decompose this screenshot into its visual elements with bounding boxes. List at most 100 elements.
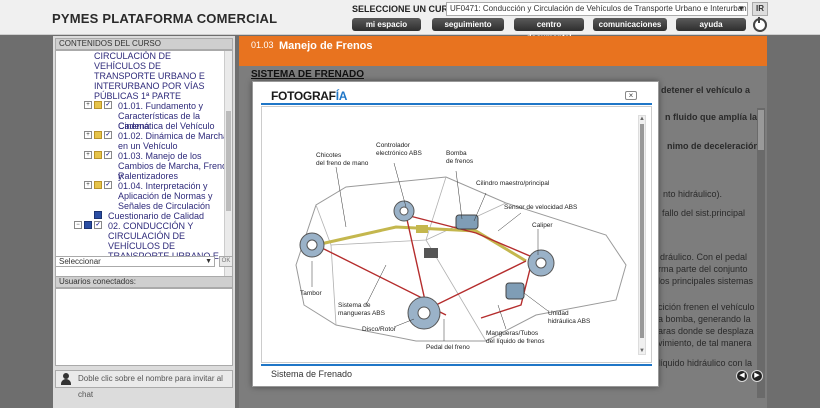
content-line: dráulico. Con el pedal	[660, 252, 748, 262]
nav-mi-espacio[interactable]: mi espacio	[352, 18, 421, 31]
nav-comunicaciones[interactable]: comunicaciones	[593, 18, 667, 31]
chat-invite-hint: Doble clic sobre el nombre para invitar …	[55, 370, 233, 399]
tree-selector[interactable]: Seleccionar ▼	[55, 256, 215, 267]
scroll-up-icon[interactable]: ▲	[639, 116, 645, 122]
folder-icon	[94, 181, 102, 189]
section-title: SISTEMA DE FRENADO	[251, 69, 364, 80]
expand-icon[interactable]: +	[84, 101, 92, 109]
users-title: Usuarios conectados:	[55, 276, 233, 288]
chevron-down-icon: ▼	[205, 258, 212, 265]
folder-icon	[94, 101, 102, 109]
content-line: a bomba, generando la	[658, 314, 751, 324]
nav-ayuda[interactable]: ayuda	[676, 18, 746, 31]
modal-logo: FOTOGRAFÍA	[271, 89, 348, 103]
document-icon	[94, 211, 102, 219]
tree-item: VEHÍCULOS DE	[94, 61, 162, 71]
nav-centro-documental[interactable]: centro documental	[514, 18, 584, 42]
ok-button[interactable]: OK	[219, 256, 233, 267]
folder-icon	[94, 131, 102, 139]
tree-item: Ralentizadores	[118, 171, 179, 181]
content-line: aras donde se desplaza	[658, 326, 754, 336]
course-select[interactable]: UF0471: Conducción y Circulación de Vehí…	[446, 2, 748, 16]
content-line: cición frenen el vehículo	[658, 302, 755, 312]
expand-icon[interactable]: +	[84, 131, 92, 139]
tree-item: Características de la Cadena	[118, 111, 201, 131]
scroll-thumb[interactable]	[640, 124, 644, 338]
content-line: rma parte del conjunto	[658, 264, 748, 274]
contents-title: CONTENIDOS DEL CURSO	[55, 38, 233, 50]
checkbox-icon[interactable]: ✓	[94, 221, 102, 229]
folder-icon	[94, 151, 102, 159]
tree-item: INTERURBANO POR VÍAS	[94, 81, 205, 91]
scroll-down-icon[interactable]: ▼	[639, 348, 645, 354]
tree-scrollbar[interactable]	[224, 51, 232, 286]
tree-item-01-03[interactable]: 01.03. Manejo de los	[118, 151, 202, 161]
tree-item: Aplicación de Normas y	[118, 191, 213, 201]
content-line: nto hidráulico).	[663, 189, 723, 199]
unit-header: 01.03 Manejo de Frenos	[239, 36, 767, 66]
scroll-thumb[interactable]	[758, 110, 764, 150]
user-icon	[60, 373, 72, 385]
left-panel: CONTENIDOS DEL CURSO CIRCULACIÓN DE VEHÍ…	[53, 36, 235, 408]
course-tree: CIRCULACIÓN DE VEHÍCULOS DE TRANSPORTE U…	[55, 50, 233, 287]
chevron-down-icon: ▼	[737, 4, 745, 13]
tree-item: en un Vehículo	[118, 141, 178, 151]
close-icon[interactable]: ×	[625, 91, 637, 100]
label-pedal: Pedal del freno	[426, 344, 470, 351]
image-scrollbar[interactable]: ▲ ▼	[638, 115, 646, 355]
tree-item: Cambios de Marcha, Frenos y	[118, 161, 232, 181]
tree-item-cuestionario[interactable]: Cuestionario de Calidad	[108, 211, 205, 221]
nav-seguimiento[interactable]: seguimiento	[432, 18, 504, 31]
prev-page-icon[interactable]: ◀	[736, 370, 748, 382]
checkbox-icon[interactable]: ✓	[104, 151, 112, 159]
unit-number: 01.03	[251, 40, 274, 50]
go-button[interactable]: IR	[752, 2, 768, 16]
top-header: PYMES PLATAFORMA COMERCIAL SELECCIONE UN…	[0, 0, 820, 42]
content-line: líquido hidráulico con la	[658, 358, 753, 368]
collapse-icon[interactable]: −	[74, 221, 82, 229]
tree-item: TRANSPORTE URBANO E	[94, 71, 205, 81]
content-line: fallo del sist.principal	[662, 208, 746, 218]
content-line: n fluido que amplía la	[665, 112, 758, 122]
tree-item: Señales de Circulación	[118, 201, 211, 211]
tree-item: Cinemática del Vehículo	[118, 121, 215, 131]
next-page-icon[interactable]: ▶	[751, 370, 763, 382]
checkbox-icon[interactable]: ✓	[104, 131, 112, 139]
checkbox-icon[interactable]: ✓	[104, 181, 112, 189]
image-caption: Sistema de Frenado	[271, 369, 353, 379]
tree-item[interactable]: CIRCULACIÓN DE	[94, 51, 172, 61]
folder-open-icon	[84, 221, 92, 229]
unit-title: Manejo de Frenos	[279, 40, 373, 52]
content-line: detener el vehículo a	[661, 85, 751, 95]
expand-icon[interactable]: +	[84, 151, 92, 159]
course-select-label: SELECCIONE UN CURSO:	[352, 4, 465, 14]
content-line: los principales sistemas	[658, 276, 754, 286]
course-selected-value: UF0471: Conducción y Circulación de Vehí…	[450, 4, 748, 13]
brand-title: PYMES PLATAFORMA COMERCIAL	[52, 11, 278, 26]
tree-item: PÚBLICAS 1ª PARTE	[94, 91, 182, 101]
selector-value: Seleccionar	[59, 257, 101, 266]
users-list[interactable]	[55, 288, 233, 366]
power-icon[interactable]	[753, 17, 767, 32]
tree-item-01-02[interactable]: 01.02. Dinámica de Marcha	[118, 131, 229, 141]
label-caliper: Caliper	[532, 222, 553, 229]
content-scrollbar[interactable]	[757, 108, 765, 398]
label-sensor: Sensor de velocidad ABS	[504, 204, 578, 211]
content-line: nimo de deceleración	[667, 141, 760, 151]
label-cilindro: Cilindro maestro/principal	[476, 180, 550, 187]
tree-item: VEHÍCULOS DE	[108, 241, 176, 251]
tree-item-02[interactable]: 02. CONDUCCIÓN Y	[108, 221, 194, 231]
tree-item-01-04[interactable]: 01.04. Interpretación y	[118, 181, 208, 191]
label-disco: Disco/Rotor	[362, 326, 397, 333]
tree-item-01-01[interactable]: 01.01. Fundamento y	[118, 101, 204, 111]
image-modal: FOTOGRAFÍA ×	[252, 81, 659, 387]
scroll-thumb[interactable]	[226, 111, 231, 211]
expand-icon[interactable]: +	[84, 181, 92, 189]
checkbox-icon[interactable]: ✓	[104, 101, 112, 109]
